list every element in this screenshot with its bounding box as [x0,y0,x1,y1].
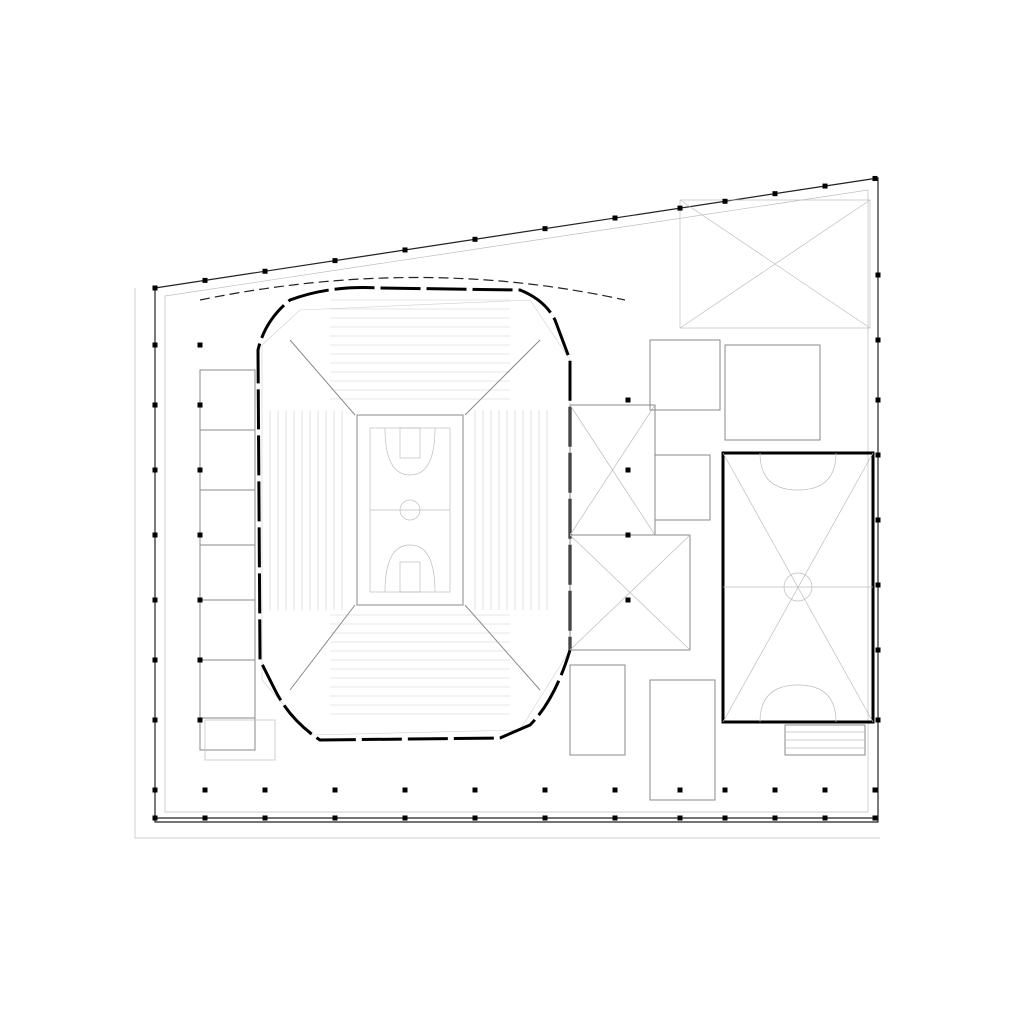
upper-concourse-arc [199,276,626,301]
column [152,597,158,603]
column [197,342,203,348]
column [612,815,618,821]
column [822,815,828,821]
column [202,815,208,821]
column [772,191,778,197]
north-east-hall [679,199,871,441]
column [822,183,828,189]
column [332,787,338,793]
column [197,597,203,603]
column [612,215,618,221]
column [152,342,158,348]
column [197,532,203,538]
column [202,787,208,793]
column [542,787,548,793]
inner-perimeter [164,189,869,813]
column [542,226,548,232]
column [822,787,828,793]
column [875,397,881,403]
left-service-rooms [199,369,276,761]
column [262,787,268,793]
column [197,402,203,408]
column [197,717,203,723]
column [152,285,158,291]
column [152,402,158,408]
column [625,467,631,473]
column [875,272,881,278]
site-outline [134,288,880,839]
column [625,532,631,538]
column [152,787,158,793]
arena-wall [256,286,572,742]
column [872,175,878,181]
column [875,717,881,723]
column [402,787,408,793]
column [875,337,881,343]
central-hall-bays [569,339,721,801]
column [722,815,728,821]
column [722,198,728,204]
column [152,717,158,723]
column [472,236,478,242]
column [262,268,268,274]
column [722,787,728,793]
building-perimeter [154,177,879,823]
basketball-court [356,414,464,606]
column [772,815,778,821]
structural-columns [152,175,881,821]
column [202,277,208,283]
column [677,815,683,821]
column [875,647,881,653]
bleachers [784,724,866,756]
column [612,787,618,793]
column [875,452,881,458]
arena-bowl [199,276,626,742]
column [402,815,408,821]
column [772,787,778,793]
column [542,815,548,821]
column [875,517,881,523]
column [402,247,408,253]
column [625,397,631,403]
column [152,815,158,821]
training-hall [721,451,875,724]
column [872,787,878,793]
column [332,815,338,821]
column [197,467,203,473]
column [197,657,203,663]
column [472,787,478,793]
seating-rows [269,299,548,715]
column [677,205,683,211]
column [262,815,268,821]
column [472,815,478,821]
column [152,657,158,663]
column [152,532,158,538]
column [625,597,631,603]
column [872,815,878,821]
column [332,258,338,264]
column [875,582,881,588]
column [152,467,158,473]
column [677,787,683,793]
